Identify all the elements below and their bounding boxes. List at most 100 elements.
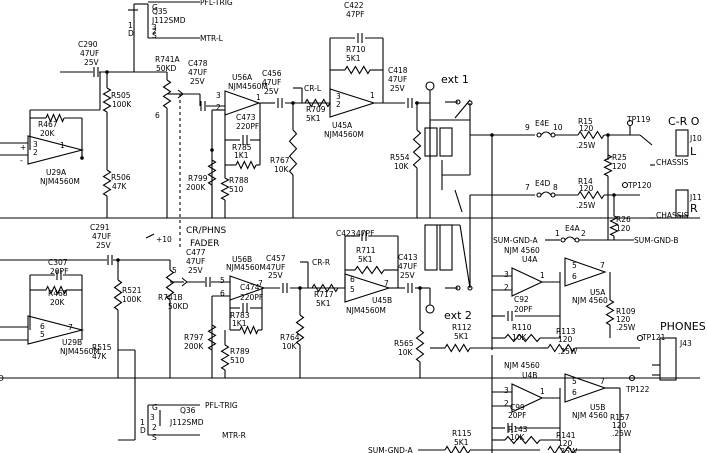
resistor xyxy=(415,329,425,363)
label-r710: R710 xyxy=(346,45,366,54)
resistor xyxy=(603,154,613,177)
pin-number: 2 xyxy=(216,103,221,112)
label-phones: PHONES xyxy=(660,320,706,333)
label-r468: R468 xyxy=(48,289,68,298)
pin-number: 5 xyxy=(172,266,177,275)
label-ext1: ext 1 xyxy=(441,73,469,86)
label-e4a: E4A xyxy=(565,224,581,233)
label-r783: R783 xyxy=(230,311,250,320)
label-tp122: TP122 xyxy=(625,385,650,394)
label-u5a: U5A xyxy=(590,288,606,297)
junction-dot xyxy=(490,133,494,137)
resistor xyxy=(577,130,605,140)
label-r110v: 10K xyxy=(512,333,528,342)
label-c422: C422 xyxy=(344,1,364,10)
resistor xyxy=(547,343,576,353)
wire xyxy=(177,89,184,95)
resistor xyxy=(239,325,259,335)
label-r141v: 120 xyxy=(558,439,573,448)
resistor xyxy=(304,98,331,108)
resistor xyxy=(311,283,339,293)
label-mtr-r: MTR-R xyxy=(222,431,246,440)
label-c457: C457 xyxy=(266,254,286,263)
pin-number: - xyxy=(20,156,23,165)
pin-number: 3 xyxy=(33,140,38,149)
opamp xyxy=(511,267,544,297)
pin-number: 7 xyxy=(600,377,605,386)
label-r26v: 120 xyxy=(616,224,631,233)
label-r764v: 10K xyxy=(282,342,298,351)
resistor xyxy=(344,65,371,75)
label-c92: C92 xyxy=(514,295,529,304)
terminal xyxy=(536,132,542,138)
label-r505v: 100K xyxy=(112,100,132,109)
label-r115: R115 xyxy=(452,429,472,438)
wire xyxy=(181,277,188,283)
terminal xyxy=(455,285,461,291)
jumper xyxy=(540,131,552,136)
wire xyxy=(459,224,471,289)
opamp xyxy=(511,383,544,413)
label-r506v: 47K xyxy=(112,182,128,191)
label-c456r: 25V xyxy=(264,87,280,96)
terminal xyxy=(536,192,542,198)
jumper xyxy=(540,191,552,196)
pin-number: 3 xyxy=(216,91,221,100)
pin-number: 3 xyxy=(152,23,157,32)
label-tp120: TP120 xyxy=(627,181,652,190)
pin-number: 7 xyxy=(68,323,73,332)
pin-number: 1 xyxy=(555,229,560,238)
pin-number: 1 xyxy=(128,21,133,30)
label-r113w: .25W xyxy=(558,347,578,356)
resistor xyxy=(605,299,615,326)
pin-number: 7 xyxy=(258,279,263,288)
opamp xyxy=(229,275,266,301)
switch-contact xyxy=(439,224,453,271)
pin-number: D xyxy=(128,29,134,38)
label-r157: R157 xyxy=(610,413,630,422)
label-r788v: 510 xyxy=(229,185,244,194)
label-r709: R709 xyxy=(306,105,326,114)
label-j11r: R xyxy=(690,202,698,215)
resistor xyxy=(207,159,217,186)
pin-number: 3 xyxy=(504,270,509,279)
label-c290v: 47UF xyxy=(80,49,99,58)
pin-number: 2 xyxy=(581,229,586,238)
label-r14v: 120 xyxy=(579,184,594,193)
label-c291v: 47UF xyxy=(92,232,111,241)
label-u56b: U56B xyxy=(232,255,252,264)
label-q36: Q36 xyxy=(180,406,196,415)
label-j10l: L xyxy=(690,145,697,158)
pin-number: 5 xyxy=(40,330,45,339)
label-c413v: 47UF xyxy=(398,262,417,271)
label-c413: C413 xyxy=(398,253,418,262)
label-r515v: 47K xyxy=(92,352,108,361)
label-r115v: 5K1 xyxy=(454,438,469,447)
pin-number: S xyxy=(152,31,157,40)
pin-number: G xyxy=(152,403,158,412)
label-r741b: R741B xyxy=(158,293,183,302)
label-c474v: 220PF xyxy=(240,293,263,302)
label-r25v: 120 xyxy=(612,162,627,171)
pin-number: 6 xyxy=(155,111,160,120)
label-r157w: .25W xyxy=(612,429,632,438)
resistor xyxy=(354,265,385,275)
label-mtr-l: MTR-L xyxy=(200,34,224,43)
label-u4an: U4A xyxy=(522,255,538,264)
resistor xyxy=(504,333,541,343)
pin-number: 10 xyxy=(553,123,563,132)
label-r565: R565 xyxy=(394,339,414,348)
pin-number: 6 xyxy=(40,322,45,331)
pin-number: 1 xyxy=(540,271,545,280)
label-c290r: 25V xyxy=(84,58,100,67)
label-j112-bot: J112SMD xyxy=(169,418,204,427)
label-r717v: 5K1 xyxy=(316,299,331,308)
label-c413r: 25V xyxy=(400,271,416,280)
label-crphns: CR/PHNS xyxy=(186,226,226,236)
label-u45b: U45B xyxy=(372,296,392,305)
label-c473: C473 xyxy=(236,113,256,122)
label-r789: R789 xyxy=(230,347,250,356)
label-r157v: 120 xyxy=(612,421,627,430)
label-j10: J10 xyxy=(689,134,702,143)
wire xyxy=(639,134,653,146)
